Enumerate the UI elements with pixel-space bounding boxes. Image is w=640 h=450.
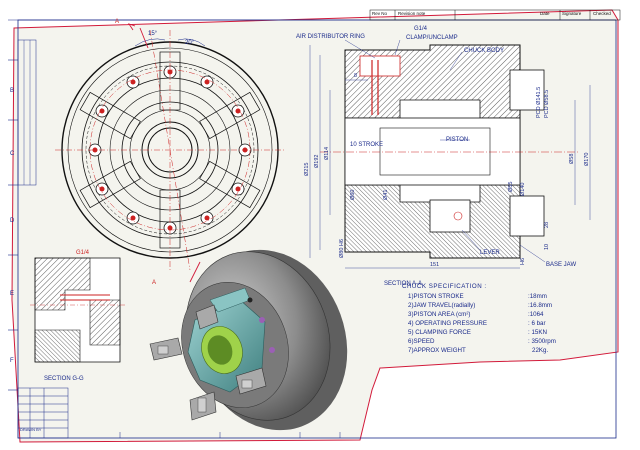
spec-value-7: 22Kg.	[532, 347, 549, 354]
spec-label-3: 3)PISTON AREA (cm²)	[408, 311, 471, 318]
rev-col-checked: Checked	[593, 11, 611, 16]
svg-text:B: B	[10, 88, 14, 94]
centerlines	[55, 29, 285, 271]
spec-label-2: 2)JAW TRAVEL(radially)	[408, 302, 476, 309]
label-chuck-body: CHUCK BODY	[464, 48, 505, 54]
label-section-aa: SECTION A-A	[384, 281, 423, 287]
label-base-jaw: BASE JAW	[546, 262, 577, 268]
label-angle-15: 15°	[148, 31, 158, 37]
dim-pcd: PCD Ø141.5	[536, 86, 542, 118]
dim-pcd2: PCD Ø58.5	[544, 89, 550, 118]
label-lever: LEVER	[480, 250, 500, 256]
label-g14-top: G1/4	[414, 26, 428, 32]
zone-markers	[8, 59, 18, 391]
svg-text:F: F	[10, 358, 14, 364]
isometric-render	[149, 249, 348, 431]
title-block	[17, 387, 69, 439]
spec-label-6: 6)SPEED	[408, 338, 435, 345]
svg-text:E: E	[10, 291, 14, 297]
rev-col-date: Date	[540, 11, 550, 16]
label-g14-left: G1/4	[76, 250, 90, 256]
spec-value-1: :18mm	[528, 293, 547, 300]
dim-d140: Ø140	[520, 182, 526, 196]
label-section-mark-bottom: A	[152, 280, 157, 286]
svg-text:C: C	[10, 151, 15, 157]
dim-d55: Ø55	[508, 181, 514, 192]
label-title-block: DRAWN BY	[20, 427, 42, 432]
spec-label-7: 7)APPROX WEIGHT	[408, 347, 466, 354]
section-gg-view	[30, 257, 125, 363]
section-cut-line	[127, 23, 201, 283]
section-aa-view	[344, 44, 545, 259]
spec-label-4: 4) OPERATING PRESSURE	[408, 320, 487, 327]
label-air-distributor-ring: AIR DISTRIBUTOR RING	[296, 34, 365, 40]
spec-value-3: :1064	[528, 311, 544, 318]
dim-d80h6: Ø80 H6	[339, 239, 345, 258]
rev-col-signature: Signature	[562, 11, 582, 16]
spec-title: CHUCK SPECIFICATION :	[402, 283, 487, 290]
rev-col-note: Revision note	[398, 11, 426, 16]
dim-h6: H6	[520, 257, 526, 265]
spec-label-5: 5) CLAMPING FORCE	[408, 329, 471, 336]
spec-label-1: 1)PISTON STROKE	[408, 293, 464, 300]
label-angle-20: 20°	[185, 40, 195, 46]
dim-d60: Ø60	[350, 189, 356, 200]
label-section-mark-top: A	[115, 19, 120, 25]
svg-text:D: D	[10, 218, 15, 224]
revision-table	[369, 9, 621, 21]
dimension-lines	[309, 45, 591, 269]
dim-d114: Ø114	[324, 146, 330, 160]
spec-value-5: : 15KN	[528, 329, 547, 336]
rev-col-no: Rev No	[372, 11, 388, 16]
label-piston: PISTON	[446, 137, 469, 143]
dim-151: 151	[430, 262, 440, 268]
dim-d215: Ø215	[304, 162, 310, 176]
spec-value-6: : 3500rpm	[528, 338, 556, 345]
dim-d41: Ø41	[383, 189, 389, 200]
label-stroke: 10 STROKE	[350, 142, 384, 148]
dim-d192: Ø192	[314, 154, 320, 168]
dim-10: 10	[544, 243, 550, 250]
spec-value-4: : 6 bar	[528, 320, 546, 327]
label-section-gg: SECTION G-G	[44, 376, 84, 382]
dim-d170: Ø170	[584, 152, 590, 166]
label-clamp-unclamp: CLAMP/UNCLAMP	[406, 35, 458, 41]
dim-28: 28	[544, 221, 550, 228]
spec-value-2: :16.8mm	[528, 302, 553, 309]
dim-8: 8	[354, 73, 358, 79]
dim-d58: Ø58	[569, 153, 575, 164]
